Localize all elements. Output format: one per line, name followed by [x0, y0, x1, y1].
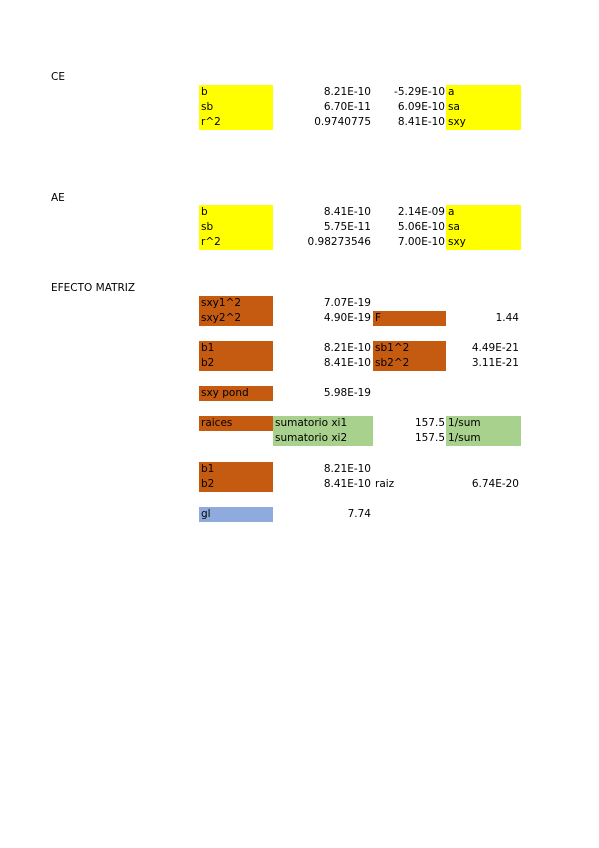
sxy2sq-label[interactable]: sxy2^2 — [199, 311, 273, 326]
ae-b-value[interactable]: 8.41E-10 — [323, 206, 371, 218]
ae-sa-value[interactable]: 5.06E-10 — [397, 221, 445, 233]
ae-sb-value[interactable]: 5.75E-11 — [323, 221, 371, 233]
sxy1sq-label[interactable]: sxy1^2 — [199, 296, 273, 311]
sumatorio-xi2-value[interactable]: 157.5 — [414, 432, 445, 444]
sb1sq-value[interactable]: 4.49E-21 — [471, 342, 519, 354]
b2-value[interactable]: 8.41E-10 — [323, 357, 371, 369]
ce-b-value[interactable]: 8.21E-10 — [323, 86, 371, 98]
sumatorio-xi2-label[interactable]: sumatorio xi2 — [273, 431, 373, 446]
raices-label[interactable]: raices — [199, 416, 273, 431]
ae-title: AE — [51, 192, 65, 204]
raiz-label[interactable]: raiz — [375, 478, 395, 490]
ce-a-label[interactable]: a — [446, 85, 521, 100]
b1-second-value[interactable]: 8.21E-10 — [323, 463, 371, 475]
ce-sxy-value[interactable]: 8.41E-10 — [397, 116, 445, 128]
efecto-matriz-title: EFECTO MATRIZ — [51, 282, 136, 294]
ce-sb-value[interactable]: 6.70E-11 — [323, 101, 371, 113]
f-label[interactable]: F — [373, 311, 446, 326]
ce-title: CE — [51, 71, 65, 83]
ce-a-value[interactable]: -5.29E-10 — [394, 86, 445, 98]
ae-a-label[interactable]: a — [446, 205, 521, 220]
b1-value[interactable]: 8.21E-10 — [323, 342, 371, 354]
sb2sq-value[interactable]: 3.11E-21 — [471, 357, 519, 369]
ce-sa-value[interactable]: 6.09E-10 — [397, 101, 445, 113]
sumatorio-xi1-value[interactable]: 157.5 — [414, 417, 445, 429]
gl-label[interactable]: gl — [199, 507, 273, 522]
ce-sb-label[interactable]: sb — [199, 100, 273, 115]
sumatorio-xi1-label[interactable]: sumatorio xi1 — [273, 416, 373, 431]
ce-r2-value[interactable]: 0.9740775 — [314, 116, 371, 128]
b1-label[interactable]: b1 — [199, 341, 273, 356]
b2-second-label[interactable]: b2 — [199, 477, 273, 492]
sxy-pond-value[interactable]: 5.98E-19 — [323, 387, 371, 399]
ae-sxy-label[interactable]: sxy — [446, 235, 521, 250]
f-value[interactable]: 1.44 — [495, 312, 519, 324]
ce-sa-label[interactable]: sa — [446, 100, 521, 115]
ae-r2-label[interactable]: r^2 — [199, 235, 273, 250]
sxy1sq-value[interactable]: 7.07E-19 — [323, 297, 371, 309]
ae-r2-value[interactable]: 0.98273546 — [307, 236, 371, 248]
sxy2sq-value[interactable]: 4.90E-19 — [323, 312, 371, 324]
ae-sa-label[interactable]: sa — [446, 220, 521, 235]
ae-b-label[interactable]: b — [199, 205, 273, 220]
inv-sum-2-label[interactable]: 1/sum — [446, 431, 521, 446]
ce-sxy-label[interactable]: sxy — [446, 115, 521, 130]
b2-label[interactable]: b2 — [199, 356, 273, 371]
ce-b-label[interactable]: b — [199, 85, 273, 100]
b1-second-label[interactable]: b1 — [199, 462, 273, 477]
ae-sxy-value[interactable]: 7.00E-10 — [397, 236, 445, 248]
ae-a-value[interactable]: 2.14E-09 — [397, 206, 445, 218]
inv-sum-1-label[interactable]: 1/sum — [446, 416, 521, 431]
sb2sq-label[interactable]: sb2^2 — [373, 356, 446, 371]
raiz-value[interactable]: 6.74E-20 — [471, 478, 519, 490]
ce-r2-label[interactable]: r^2 — [199, 115, 273, 130]
sb1sq-label[interactable]: sb1^2 — [373, 341, 446, 356]
sxy-pond-label[interactable]: sxy pond — [199, 386, 273, 401]
b2-second-value[interactable]: 8.41E-10 — [323, 478, 371, 490]
gl-value[interactable]: 7.74 — [347, 508, 371, 520]
ae-sb-label[interactable]: sb — [199, 220, 273, 235]
